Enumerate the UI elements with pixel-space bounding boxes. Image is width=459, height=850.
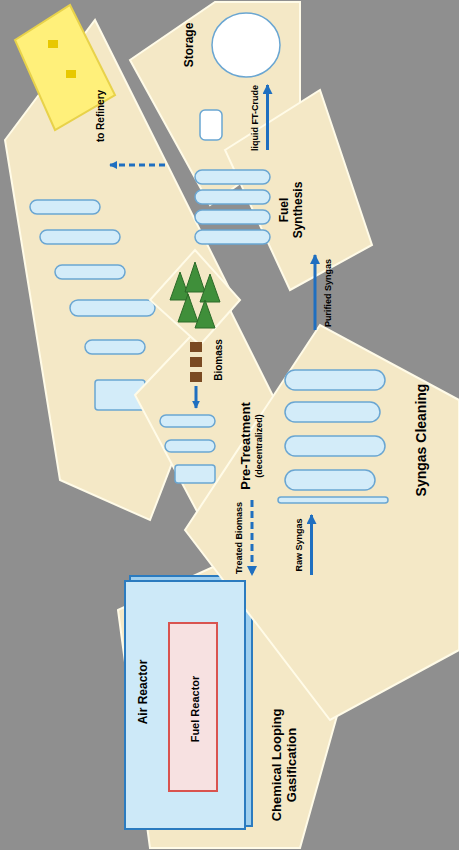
label-group: Storage [183, 23, 197, 68]
label-group: Pre-Treatment(decentralized) [239, 402, 264, 489]
node-label: Pre-Treatment [239, 402, 254, 489]
node-label: (decentralized) [254, 402, 264, 489]
node-label: Fuel Synthesis [278, 175, 306, 245]
text-label: Biomass [213, 339, 224, 381]
label-group: Fuel Synthesis [278, 175, 306, 245]
reactor-box: Air Reactor Fuel Reactor [124, 580, 246, 830]
flow-arrow [266, 85, 269, 150]
node-label: Syngas Cleaning [413, 384, 429, 497]
label-group: Fuel Reactor [189, 676, 202, 743]
node-label: Air Reactor [137, 660, 151, 725]
small-tank [200, 110, 222, 140]
edge-label: Purified Syngas [323, 258, 333, 326]
node-label: Storage [183, 23, 197, 68]
forest [170, 262, 220, 328]
text-label: to Refinery [95, 90, 106, 142]
edge-label: Raw Syngas [294, 518, 304, 571]
platform-box: Syngas Cleaning [285, 330, 452, 515]
synthesis-tubes [195, 170, 270, 244]
label-group: Air Reactor [137, 660, 151, 725]
edge-label: liquid FT-Crude [250, 85, 260, 151]
flow-arrow [310, 515, 313, 575]
reactor-box: Fuel Reactor [168, 622, 218, 792]
node-label: Fuel Reactor [189, 676, 202, 743]
silos [30, 200, 155, 410]
platform-box: Chemical Looping Gasification Air Reactor… [118, 575, 338, 848]
pretreatment-machinery [160, 415, 215, 483]
bale [48, 40, 58, 48]
edge-label: Treated Biomass [234, 501, 244, 573]
forest-patch [150, 250, 240, 345]
flow-arrow [251, 500, 254, 575]
platform-box: Pre-Treatment(decentralized) [230, 392, 274, 500]
node-label: Chemical Looping Gasification [270, 700, 300, 830]
platform-box: Fuel Synthesis [245, 150, 345, 255]
bale [66, 70, 76, 78]
label-group: Chemical Looping Gasification [270, 700, 300, 830]
wood-blocks [190, 342, 202, 382]
refinery-arrow [110, 164, 165, 167]
flow-arrow [314, 255, 317, 330]
storage-tank [212, 13, 280, 77]
biomass-arrow [195, 386, 198, 408]
label-group: Syngas Cleaning [413, 384, 429, 497]
platform-box: Storage [150, 4, 290, 85]
cleaning-columns [278, 370, 388, 503]
